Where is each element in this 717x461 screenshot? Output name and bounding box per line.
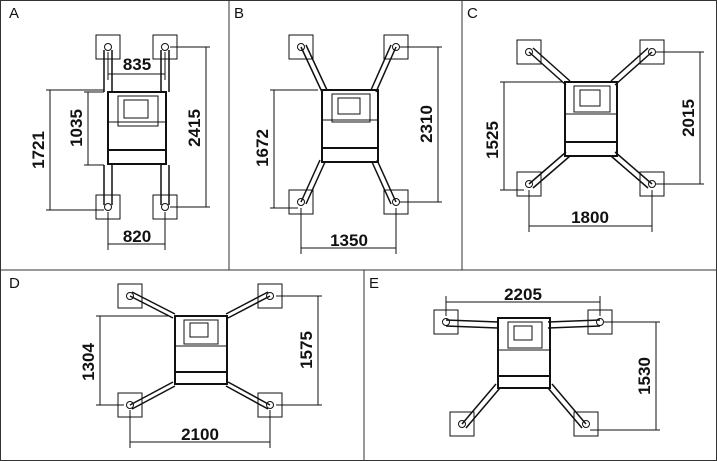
panel-b-dim-1350: 1350 bbox=[330, 231, 368, 250]
panel-e-dim-2205: 2205 bbox=[504, 285, 542, 304]
panel-a-dim-1721: 1721 bbox=[29, 131, 48, 169]
panel-a-letter: A bbox=[9, 5, 19, 22]
panel-b-dim-1672: 1672 bbox=[253, 129, 272, 167]
panel-c-dim-2015: 2015 bbox=[679, 99, 698, 137]
panel-c-letter: C bbox=[467, 5, 478, 22]
panel-e-letter: E bbox=[369, 275, 379, 292]
panel-d-dim-1575: 1575 bbox=[297, 331, 316, 369]
panel-e-dim-1530: 1530 bbox=[635, 357, 654, 395]
panel-c-dim-1525: 1525 bbox=[483, 121, 502, 159]
panel-a-drawing bbox=[46, 34, 210, 250]
panel-d-letter: D bbox=[9, 275, 20, 292]
panel-a-dim-1035: 1035 bbox=[67, 109, 86, 147]
panel-c-drawing bbox=[500, 39, 704, 232]
panel-a-dim-2415: 2415 bbox=[185, 109, 204, 147]
panel-d-drawing bbox=[96, 283, 322, 448]
panel-e-drawing bbox=[433, 296, 660, 437]
panel-b-letter: B bbox=[234, 5, 244, 22]
panel-d-dim-1304: 1304 bbox=[79, 343, 98, 381]
panel-a-dim-820: 820 bbox=[123, 227, 151, 246]
panel-d-dim-2100: 2100 bbox=[181, 425, 219, 444]
panel-a-dim-835: 835 bbox=[123, 55, 151, 74]
panel-b-drawing bbox=[270, 34, 442, 254]
panel-c-dim-1800: 1800 bbox=[571, 208, 609, 227]
panel-b-dim-2310: 2310 bbox=[417, 105, 436, 143]
